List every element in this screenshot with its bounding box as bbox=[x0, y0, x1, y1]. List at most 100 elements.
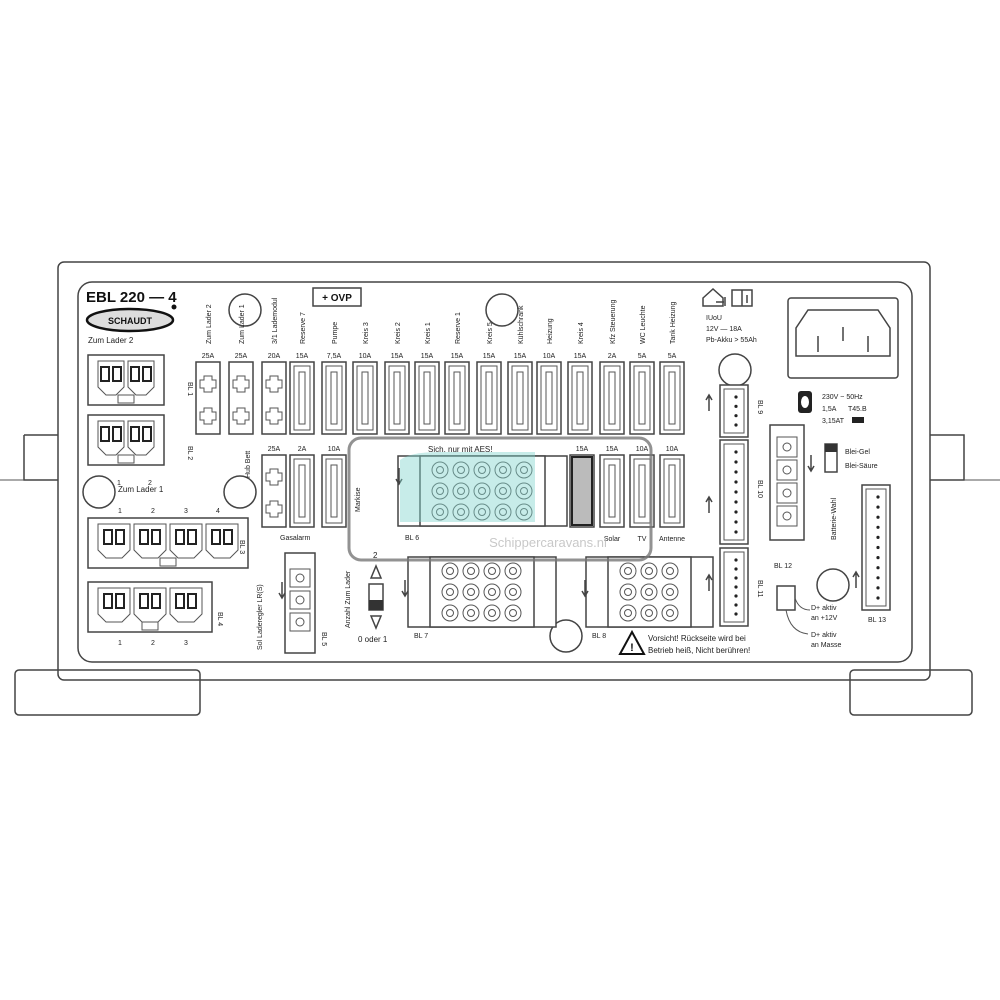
fuse-blade[interactable] bbox=[536, 361, 562, 435]
warning-triangle-icon bbox=[618, 629, 646, 655]
fuse-blade[interactable] bbox=[352, 361, 378, 435]
fuse-label: Markise bbox=[355, 487, 362, 512]
schaudt-logo: SCHAUDT bbox=[85, 304, 177, 333]
fuse-blade[interactable] bbox=[599, 454, 625, 528]
svg-text:SCHAUDT: SCHAUDT bbox=[108, 316, 153, 326]
connector-bl11[interactable] bbox=[719, 547, 749, 627]
fuse-label: Kühlschrank bbox=[518, 305, 525, 344]
connector-bl8[interactable] bbox=[585, 556, 714, 628]
connector-label: BL 2 bbox=[186, 446, 193, 460]
pin-number: 1 bbox=[118, 640, 122, 647]
pin-number: 1 bbox=[118, 508, 122, 515]
fuse-label: WC Leuchte bbox=[640, 305, 647, 344]
svg-text:Blei-Säure: Blei-Säure bbox=[845, 463, 878, 470]
svg-text:Vorsicht! Rückseite wird bei: Vorsicht! Rückseite wird bei bbox=[648, 634, 746, 643]
fuse-blade[interactable] bbox=[629, 361, 655, 435]
svg-text:Schippercaravans.nl: Schippercaravans.nl bbox=[489, 535, 607, 550]
fuse-blade[interactable] bbox=[567, 361, 593, 435]
connector-label: BL 8 bbox=[592, 633, 606, 640]
fuse-blade[interactable] bbox=[289, 361, 315, 435]
connector-bl9[interactable] bbox=[719, 384, 749, 438]
connector-bl7[interactable] bbox=[407, 556, 557, 628]
fuse-blade[interactable] bbox=[444, 361, 470, 435]
fuse-icon bbox=[852, 417, 864, 423]
fuse-blade[interactable] bbox=[476, 361, 502, 435]
fuse-label: Kreis 1 bbox=[425, 322, 432, 344]
connector-bl2[interactable] bbox=[87, 414, 165, 466]
fuse-cross[interactable] bbox=[261, 454, 287, 528]
svg-text:T45.B: T45.B bbox=[848, 406, 867, 413]
connector-label: BL 1 bbox=[186, 382, 193, 396]
fuse-cross[interactable] bbox=[228, 361, 254, 435]
svg-text:D+ aktiv: D+ aktiv bbox=[811, 605, 837, 612]
connector-bl10[interactable] bbox=[719, 439, 749, 545]
fuse-rating: 15A bbox=[606, 446, 619, 453]
warning-notice: ! Vorsicht! Rückseite wird bei Betrieb h… bbox=[618, 629, 750, 655]
connector-bl12[interactable] bbox=[769, 424, 805, 541]
battery-select-switch[interactable]: Blei-Gel Blei-Säure Batterie-Wahl bbox=[824, 443, 878, 540]
fuse-rating: 25A bbox=[235, 353, 248, 360]
fuse-rating: 5A bbox=[668, 353, 677, 360]
pin1-arrow-icon bbox=[581, 580, 589, 598]
fuse-rating: 15A bbox=[421, 353, 434, 360]
connector-bl1[interactable] bbox=[87, 354, 165, 406]
fuse-rating: 7,5A bbox=[327, 353, 342, 360]
fuse-rating: 25A bbox=[202, 353, 215, 360]
connector-bl4[interactable] bbox=[87, 581, 213, 633]
fuse-label: Pumpe bbox=[332, 322, 339, 344]
fuse-blade[interactable] bbox=[659, 361, 685, 435]
connector-bl5[interactable] bbox=[284, 552, 316, 654]
fuse-label: Kfz Steuerung bbox=[610, 300, 617, 344]
fuse-rating: 10A bbox=[328, 446, 341, 453]
watermark: Schippercaravans.nl bbox=[347, 436, 653, 562]
d-plus-jumper[interactable]: D+ aktiv an +12V D+ aktiv an Masse bbox=[776, 585, 841, 649]
lader-count-switch[interactable]: 2 0 oder 1 bbox=[358, 551, 388, 644]
fuse-label: Reserve 1 bbox=[455, 312, 462, 344]
fuse-label: Antenne bbox=[659, 536, 685, 543]
svg-text:+ OVP: + OVP bbox=[322, 293, 352, 304]
fuse-blade[interactable] bbox=[414, 361, 440, 435]
connector-label: BL 10 bbox=[756, 480, 763, 498]
fuse-rating: 20A bbox=[268, 353, 281, 360]
ovp-badge: + OVP bbox=[312, 287, 362, 307]
svg-text:3,15AT: 3,15AT bbox=[822, 418, 845, 425]
iec-power-inlet-icon[interactable] bbox=[787, 297, 899, 379]
fuse-blade[interactable] bbox=[507, 361, 533, 435]
pin-number: 2 bbox=[151, 640, 155, 647]
charger-info: IUoU 12V — 18A Pb-Akku > 55Ah bbox=[702, 287, 757, 344]
pin-number: 2 bbox=[151, 508, 155, 515]
connector-bl13[interactable] bbox=[861, 484, 891, 611]
pin-number: 1 bbox=[117, 480, 121, 487]
fuse-blade[interactable] bbox=[599, 361, 625, 435]
fuse-cross[interactable] bbox=[261, 361, 287, 435]
fuse-blade[interactable] bbox=[659, 454, 685, 528]
svg-text:an Masse: an Masse bbox=[811, 642, 841, 649]
fuse-label: Kreis 3 bbox=[363, 322, 370, 344]
connector-label: BL 12 bbox=[774, 563, 792, 570]
connector-bl6[interactable] bbox=[397, 455, 568, 527]
fuse-blade[interactable] bbox=[384, 361, 410, 435]
fuse-cross[interactable] bbox=[195, 361, 221, 435]
fuse-label: Tank Heizung bbox=[670, 301, 677, 344]
fuse-label: Zum Lader 2 bbox=[206, 304, 213, 344]
pin-number: 3 bbox=[184, 640, 188, 647]
fuse-label: Zum Lader 1 bbox=[239, 304, 246, 344]
pin1-arrow-icon bbox=[395, 468, 403, 486]
fuse-rating: 10A bbox=[359, 353, 372, 360]
connector-label: BL 5 bbox=[320, 632, 327, 646]
fuse-rating: 10A bbox=[543, 353, 556, 360]
pin-number: 4 bbox=[216, 508, 220, 515]
label-zum-lader-1: Zum Lader 1 bbox=[118, 485, 164, 494]
pin1-arrow-icon bbox=[807, 455, 815, 473]
fuse-blade[interactable] bbox=[321, 454, 347, 528]
connector-bl3[interactable] bbox=[87, 517, 249, 569]
fuse-special[interactable] bbox=[569, 454, 595, 528]
fuse-blade[interactable] bbox=[321, 361, 347, 435]
pin1-arrow-icon bbox=[401, 580, 409, 598]
fuse-blade[interactable] bbox=[289, 454, 315, 528]
connector-label: BL 6 bbox=[405, 535, 419, 542]
fuse-label: Kreis 5 bbox=[487, 322, 494, 344]
